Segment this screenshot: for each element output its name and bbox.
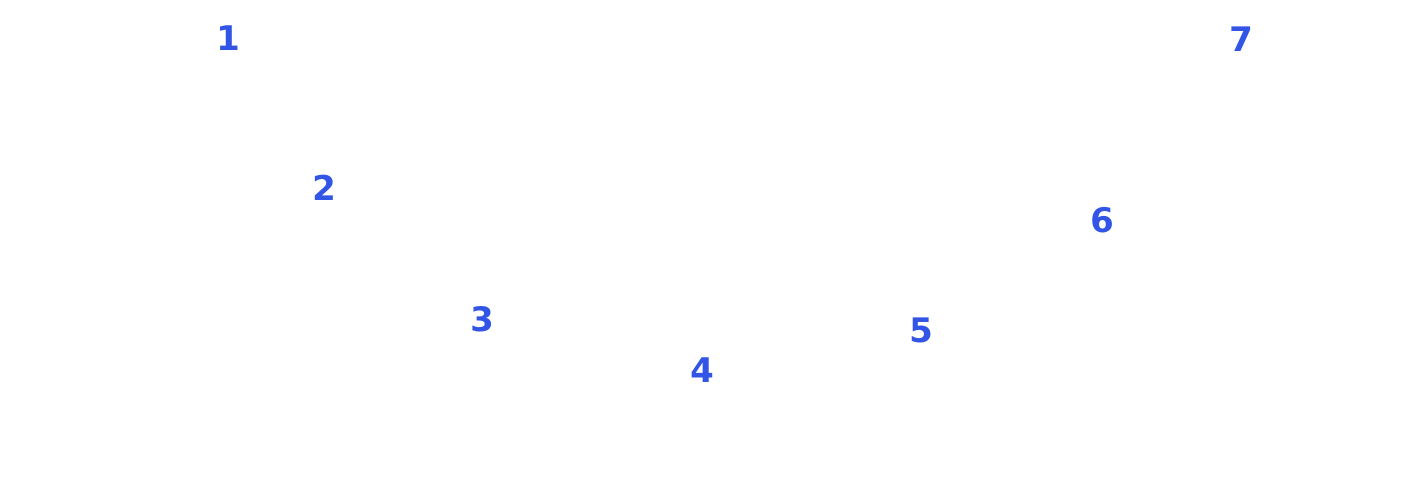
label-3: 3 [470,300,494,340]
label-1: 1 [216,19,240,59]
label-6: 6 [1090,201,1114,241]
label-4: 4 [690,351,714,391]
label-2: 2 [312,169,336,209]
label-7: 7 [1229,20,1253,60]
label-5: 5 [909,311,933,351]
